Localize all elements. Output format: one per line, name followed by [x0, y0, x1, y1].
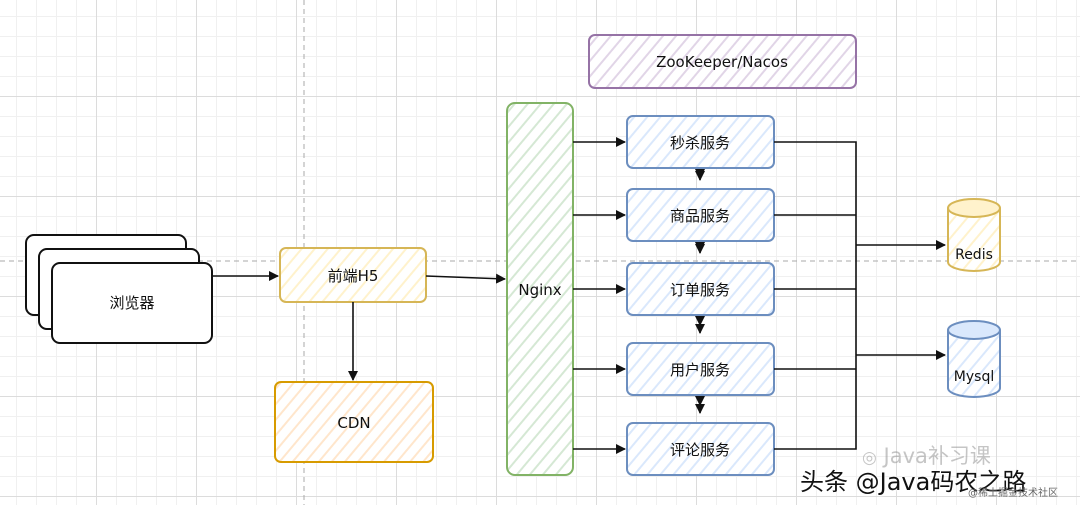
nginx-node: Nginx	[506, 102, 574, 476]
service-node: 用户服务	[626, 342, 775, 396]
watermark-line1: ◎ Java补习课	[862, 440, 991, 470]
nginx-label: Nginx	[518, 281, 561, 299]
service-label: 秒杀服务	[670, 134, 730, 152]
service-node: 评论服务	[626, 422, 775, 476]
frontend-h5-node: 前端H5	[279, 247, 427, 303]
watermark-text: Java补习课	[883, 444, 991, 468]
cdn-label: CDN	[337, 414, 370, 432]
service-node: 商品服务	[626, 188, 775, 242]
redis-label: Redis	[955, 247, 993, 263]
service-label: 订单服务	[670, 281, 730, 299]
wechat-icon: ◎	[862, 448, 877, 468]
connectors	[212, 137, 946, 454]
service-label: 评论服务	[670, 441, 730, 459]
redis-node: Redis	[947, 198, 1001, 272]
watermark-line3: @稀土掘金技术社区	[968, 488, 1058, 499]
frontend-label: 前端H5	[328, 267, 379, 285]
service-label: 商品服务	[670, 207, 730, 225]
registry-node: ZooKeeper/Nacos	[588, 34, 857, 89]
watermark-line2: 头条 @Java码农之路	[800, 468, 1027, 496]
browser-label: 浏览器	[109, 294, 154, 312]
mysql-label: Mysql	[954, 369, 994, 385]
registry-label: ZooKeeper/Nacos	[656, 53, 788, 71]
cdn-node: CDN	[274, 381, 434, 463]
mysql-node: Mysql	[947, 320, 1001, 398]
frontend-to-nginx-arrow	[425, 273, 506, 284]
browser-node: 浏览器	[25, 234, 213, 344]
service-node: 秒杀服务	[626, 115, 775, 169]
service-label: 用户服务	[670, 361, 730, 379]
service-bus-line	[774, 141, 857, 450]
service-node: 订单服务	[626, 262, 775, 316]
